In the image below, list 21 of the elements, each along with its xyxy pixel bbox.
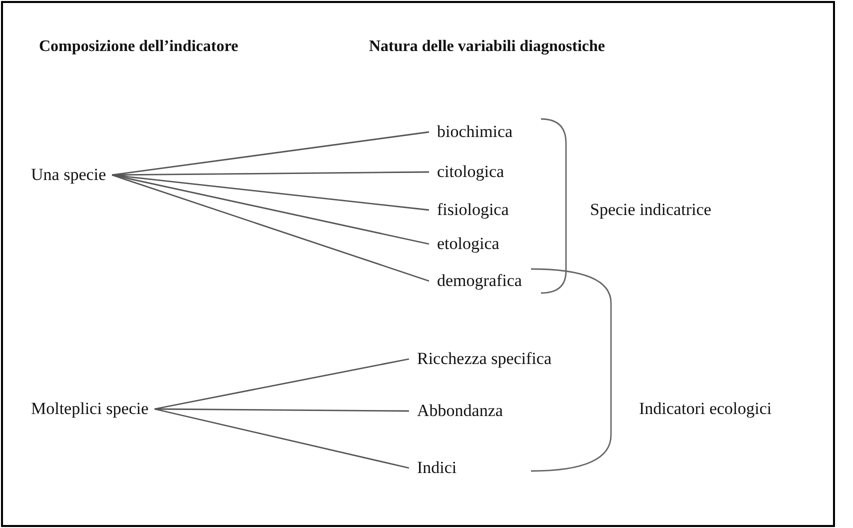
group-label: Indicatori ecologici (639, 399, 772, 419)
category-text: biochimica (437, 122, 513, 142)
connector-line (112, 131, 430, 176)
connector-line (154, 408, 410, 469)
column-heading: Natura delle variabili diagnostiche (369, 38, 605, 56)
category-text: Molteplici specie (31, 398, 149, 420)
category-text: fisiologica (437, 200, 509, 220)
column-heading: Composizione dell’indicatore (39, 38, 238, 56)
connector-line (112, 174, 430, 211)
category-text: etologica (437, 234, 500, 254)
connector-line (154, 408, 409, 412)
category-text: demografica (437, 270, 522, 292)
group-label: Specie indicatrice (590, 200, 712, 220)
category-text: Ricchezza specifica (417, 348, 552, 370)
connector-line (154, 358, 410, 410)
connector-line (112, 174, 430, 245)
category-text: Una specie (31, 164, 106, 186)
category-text: citologica (437, 162, 504, 182)
category-text: Abbondanza (417, 400, 503, 422)
connector-line (112, 174, 430, 282)
category-text: Indici (417, 458, 457, 478)
